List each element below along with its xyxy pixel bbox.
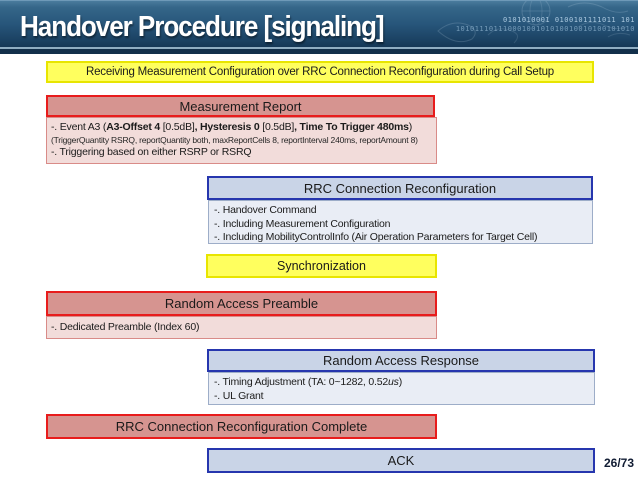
- rrc-reconfiguration-line-3: -. Including MobilityControlInfo (Air Op…: [214, 231, 538, 243]
- measurement-report-header-box: Measurement Report: [46, 95, 435, 117]
- slide-header-bar: Handover Procedure [signaling] 010101000…: [0, 0, 638, 54]
- measurement-report-title: Measurement Report: [179, 98, 302, 114]
- binary-decoration: 0101010001 0100101111011 101 10101110111…: [456, 16, 635, 34]
- random-access-preamble-line-1: -. Dedicated Preamble (Index 60): [51, 321, 200, 333]
- random-access-response-body-box: -. Timing Adjustment (TA: 0~1282, 0.52us…: [208, 372, 595, 405]
- rrc-reconfiguration-line-2: -. Including Measurement Configuration: [214, 217, 391, 230]
- random-access-response-line-1: -. Timing Adjustment (TA: 0~1282, 0.52us…: [214, 376, 403, 388]
- synchronization-box: Synchronization: [206, 254, 437, 278]
- slide-title: Handover Procedure [signaling]: [20, 10, 385, 43]
- measurement-report-line-1: -. Event A3 (A3-Offset 4 [0.5dB], Hyster…: [51, 121, 413, 133]
- binary-line-1: 0101010001 0100101111011 101: [502, 16, 635, 24]
- header-stripe-light: [0, 47, 638, 49]
- rrc-reconfiguration-line-1: -. Handover Command: [214, 204, 317, 216]
- rrc-reconfiguration-header-box: RRC Connection Reconfiguration: [207, 176, 593, 200]
- rrc-reconfiguration-complete-label: RRC Connection Reconfiguration Complete: [115, 419, 368, 434]
- ack-box: ACK: [207, 448, 595, 473]
- callout-call-setup-label: Receiving Measurement Configuration over…: [85, 66, 554, 78]
- random-access-response-line-2: -. UL Grant: [214, 389, 264, 402]
- random-access-preamble-body-box: -. Dedicated Preamble (Index 60): [46, 316, 437, 339]
- rrc-reconfiguration-title: RRC Connection Reconfiguration: [303, 180, 497, 196]
- measurement-report-line-2: (TriggerQuantity RSRQ, reportQuantity bo…: [51, 134, 418, 145]
- measurement-report-line-3: -. Triggering based on either RSRP or RS…: [51, 145, 252, 158]
- callout-call-setup-box: Receiving Measurement Configuration over…: [46, 61, 594, 83]
- rrc-reconfiguration-body-box: -. Handover Command -. Including Measure…: [208, 200, 593, 244]
- header-stripe-navy: [0, 49, 638, 54]
- random-access-response-title: Random Access Response: [322, 353, 480, 368]
- rrc-reconfiguration-complete-box: RRC Connection Reconfiguration Complete: [46, 414, 437, 439]
- random-access-response-header-box: Random Access Response: [207, 349, 595, 372]
- ack-label: ACK: [387, 453, 415, 468]
- random-access-preamble-title: Random Access Preamble: [164, 296, 319, 311]
- binary-line-2: 10101110111000100101010010010100101010: [455, 25, 635, 33]
- measurement-report-body-box: -. Event A3 (A3-Offset 4 [0.5dB], Hyster…: [46, 117, 437, 164]
- world-map-decoration: [437, 1, 631, 44]
- synchronization-label: Synchronization: [277, 259, 366, 273]
- random-access-preamble-header-box: Random Access Preamble: [46, 291, 437, 316]
- page-indicator: 26/73: [603, 456, 634, 470]
